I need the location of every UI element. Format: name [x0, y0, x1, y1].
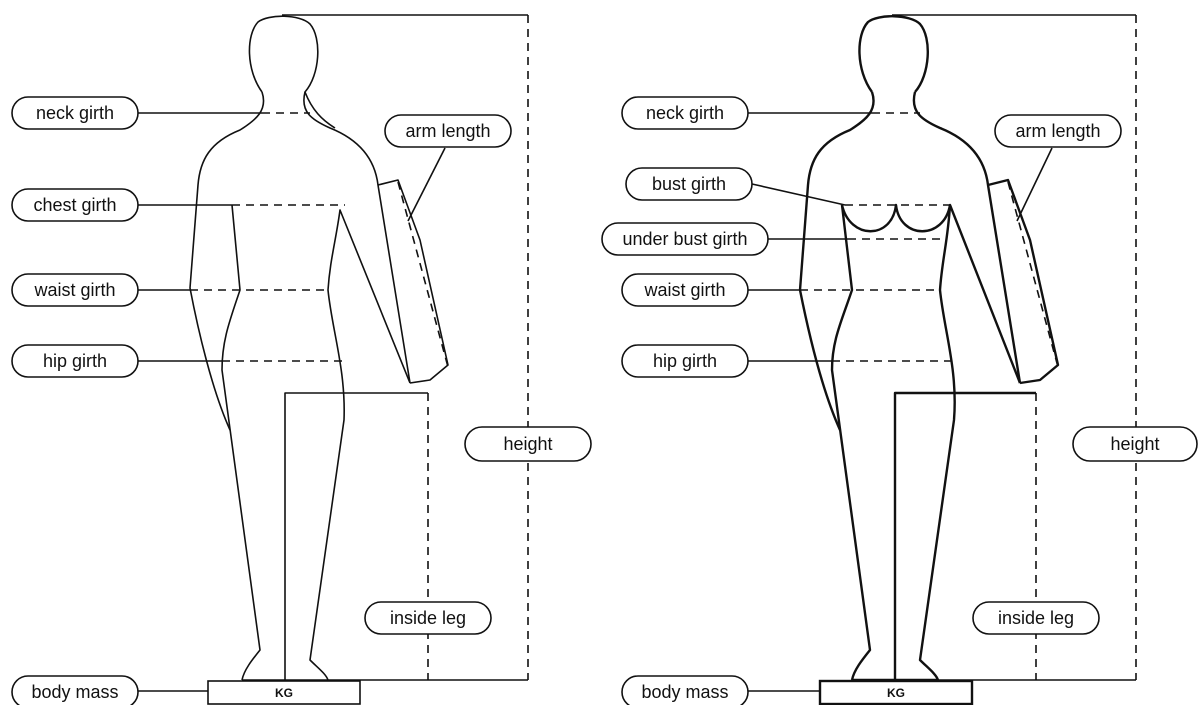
right-legs-inner: [895, 393, 1036, 680]
left-torso-outline: [190, 92, 264, 430]
left-head: [249, 16, 335, 128]
label-bust-girth: bust girth: [652, 174, 726, 194]
label-waist-girth: waist girth: [33, 280, 115, 300]
label-arm-length: arm length: [1015, 121, 1100, 141]
label-under-bust-girth: under bust girth: [622, 229, 747, 249]
label-chest-girth: chest girth: [33, 195, 116, 215]
right-arm-outer: [988, 180, 1058, 383]
label-arm-length: arm length: [405, 121, 490, 141]
left-torso-inner: [222, 205, 260, 680]
label-neck-girth: neck girth: [36, 103, 114, 123]
right-labels: neck girth bust girth under bust girth w…: [602, 97, 1197, 705]
label-inside-leg: inside leg: [390, 608, 466, 628]
right-head: [859, 16, 927, 92]
label-body-mass: body mass: [31, 682, 118, 702]
right-torso-outline: [800, 92, 874, 430]
label-waist-girth: waist girth: [643, 280, 725, 300]
right-torso-inner: [832, 205, 870, 680]
right-scale-unit: KG: [887, 686, 905, 700]
label-neck-girth: neck girth: [646, 103, 724, 123]
left-scale-unit: KG: [275, 686, 293, 700]
label-body-mass: body mass: [641, 682, 728, 702]
label-height: height: [503, 434, 552, 454]
right-bust-cups: [842, 205, 950, 231]
left-labels: neck girth chest girth waist girth hip g…: [12, 97, 591, 705]
left-legs-inner: [285, 393, 428, 680]
label-height: height: [1110, 434, 1159, 454]
label-inside-leg: inside leg: [998, 608, 1074, 628]
label-hip-girth: hip girth: [43, 351, 107, 371]
label-hip-girth: hip girth: [653, 351, 717, 371]
